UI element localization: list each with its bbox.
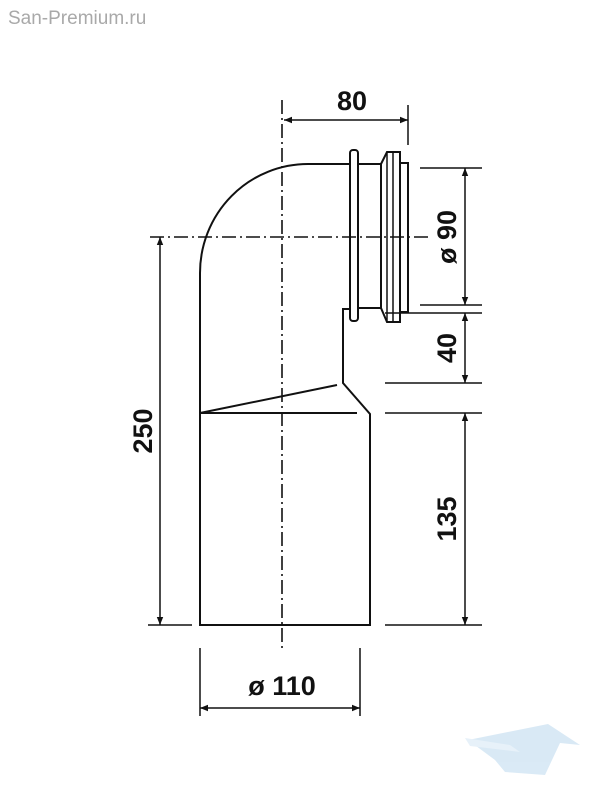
site-watermark: San-Premium.ru: [8, 8, 147, 29]
dimension-label: 80: [337, 86, 367, 116]
dimension-socket-diameter: ø 90: [420, 167, 482, 306]
bathtub-logo-icon: [465, 724, 580, 775]
pipe-outline: [199, 163, 371, 626]
dimension-pipe-diameter: ø 110: [199, 648, 361, 716]
dimension-135: 135: [385, 412, 482, 626]
dimension-80: 80: [284, 86, 409, 145]
socket: [349, 149, 409, 323]
dimension-label: 250: [128, 408, 158, 453]
dimension-250: 250: [128, 237, 192, 626]
dimension-label: ø 110: [248, 671, 316, 701]
dimension-40: 40: [385, 312, 482, 384]
dimension-label: ø 90: [432, 210, 462, 264]
dimension-label: 135: [432, 496, 462, 541]
dimension-label: 40: [432, 333, 462, 363]
